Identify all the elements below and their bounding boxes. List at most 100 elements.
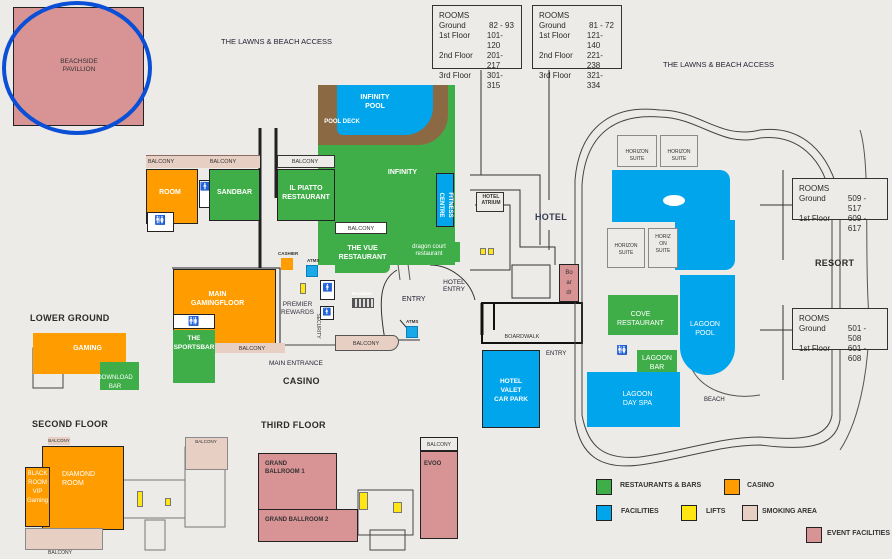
il-piatto-label: IL PIATTO RESTAURANT [282,185,330,201]
lagoon-bar-label: LAGOON BAR [642,355,672,371]
range: 601 - 608 [847,344,867,363]
legend-label-facilities: FACILITIES [621,508,659,515]
security-label: SECURITY [315,313,321,339]
restroom-icon: 🚻 [147,212,174,232]
boardroom[interactable] [559,264,579,302]
horizon-suite[interactable] [660,135,698,167]
horizon-suite[interactable] [648,228,678,268]
balcony-label: BALCONY [48,438,70,443]
balcony-third[interactable] [420,437,458,451]
download-bar[interactable] [100,362,139,390]
lawns-label-left: THE LAWNS & BEACH ACCESS [221,37,332,46]
the-vue-restaurant[interactable] [335,235,390,273]
range: 101-120 [486,31,503,50]
the-sportsbar[interactable] [173,330,215,383]
legend-label-smoking: SMOKING AREA [762,508,817,515]
balcony-second-right[interactable] [185,437,228,470]
legend-swatch-smoking [742,505,758,521]
atm-icon[interactable] [406,326,418,338]
horizon-suite[interactable] [607,228,645,268]
range: 201-217 [486,51,503,70]
legend-swatch-event [806,527,822,543]
balcony-casino-top-mid[interactable] [277,155,335,168]
cove-restaurant[interactable] [608,295,678,335]
floor: 1st Floor [799,344,831,353]
lagoon-pool-label: LAGOON POOL [690,321,720,337]
rooms-table-title: ROOMS [439,11,470,20]
lagoon-day-spa[interactable] [587,372,680,427]
dragon-court-restaurant[interactable] [398,242,460,262]
il-piatto-restaurant[interactable] [277,169,335,221]
lagoon-pool[interactable] [680,275,735,375]
lift-icon [137,491,143,507]
pool-deck-label: POOL DECK [324,119,360,125]
balcony-label: BALCONY [209,159,237,165]
balcony-label: BALCONY [291,159,319,165]
sandbar[interactable] [209,169,260,221]
lower-ground-heading: LOWER GROUND [30,313,110,323]
balcony-vue[interactable] [335,222,387,234]
range: 301-315 [486,71,503,90]
infinity-pool-label: INFINITY POOL [360,94,390,110]
balcony-casino-top-left[interactable] [146,155,260,168]
lagoon-north-lower[interactable] [675,220,735,270]
highlight-circle [2,1,152,135]
diamond-room[interactable] [42,446,124,530]
main-gaming-floor-label: MAIN GAMINGFLOOR [190,291,245,307]
range: 82 - 93 [489,21,514,30]
lift-icon [300,283,306,294]
atm-icon[interactable] [306,265,318,277]
premier-rewards-label: PREMIER REWARDS [281,301,314,316]
restroom-icon: 🚹 [320,280,335,300]
legend-label-lifts: LIFTS [706,508,726,515]
horizon-suite-label: HORIZ ON SUITE [655,234,671,254]
hotel-atrium[interactable] [476,192,504,212]
evoo[interactable] [420,451,458,539]
atm-label: ATMS [406,319,419,324]
evoo-label: EVOO [424,461,442,467]
balcony-casino-bottom[interactable] [215,343,285,353]
hotel-valet-car-park[interactable] [482,350,540,428]
rooms-table-title: ROOMS [799,184,830,193]
lift-icon [165,498,171,506]
range: 501 - 508 [847,324,867,343]
lift-icon [488,248,494,255]
balcony-entrance[interactable] [335,335,399,351]
balcony-second-bottom[interactable] [25,528,103,550]
lift-icon [359,492,368,510]
black-room-vip[interactable] [25,467,50,527]
grand-ballroom-1-label: GRAND BALLROOM 1 [265,461,305,475]
horizon-suite[interactable] [617,135,657,167]
legend-swatch-restaurants [596,479,612,495]
balcony-second-top[interactable] [48,437,70,445]
balcony-label: BALCONY [352,341,380,347]
resort-section-label: RESORT [815,258,855,268]
infinity-label: INFINITY [387,169,418,176]
boardwalk-label: BOARDWALK [504,334,540,340]
main-entrance-label: MAIN ENTRANCE [269,360,323,367]
floor: 1st Floor [539,31,571,40]
floor: 1st Floor [799,214,831,223]
entry-label-casino: ENTRY [402,296,426,303]
horizon-suite-label: HORIZON SUITE [625,149,649,162]
fitness-centre[interactable] [436,173,454,227]
horizon-suite-label: HORIZON SUITE [614,243,638,256]
legend-label-event: EVENT FACILITIES [827,530,891,537]
dragon-court-label: dragon court restaurant [412,244,446,257]
boardroom-label: Bo ar dr [565,270,573,296]
range: 321-334 [586,71,603,90]
legend-label-casino: CASINO [747,482,775,489]
range: 81 - 72 [589,21,614,30]
download-bar-label: DOWNLOAD BAR [97,375,133,390]
floor: Ground [539,21,566,30]
grand-ballroom-1[interactable] [258,453,337,510]
lagoon-bar[interactable] [637,350,677,375]
infinity-pool[interactable] [337,85,433,135]
escalator-icon [352,298,374,308]
grand-ballroom-2[interactable] [258,509,358,542]
cashier-icon[interactable] [281,258,293,270]
horizon-suite-label: HORIZON SUITE [667,149,691,162]
